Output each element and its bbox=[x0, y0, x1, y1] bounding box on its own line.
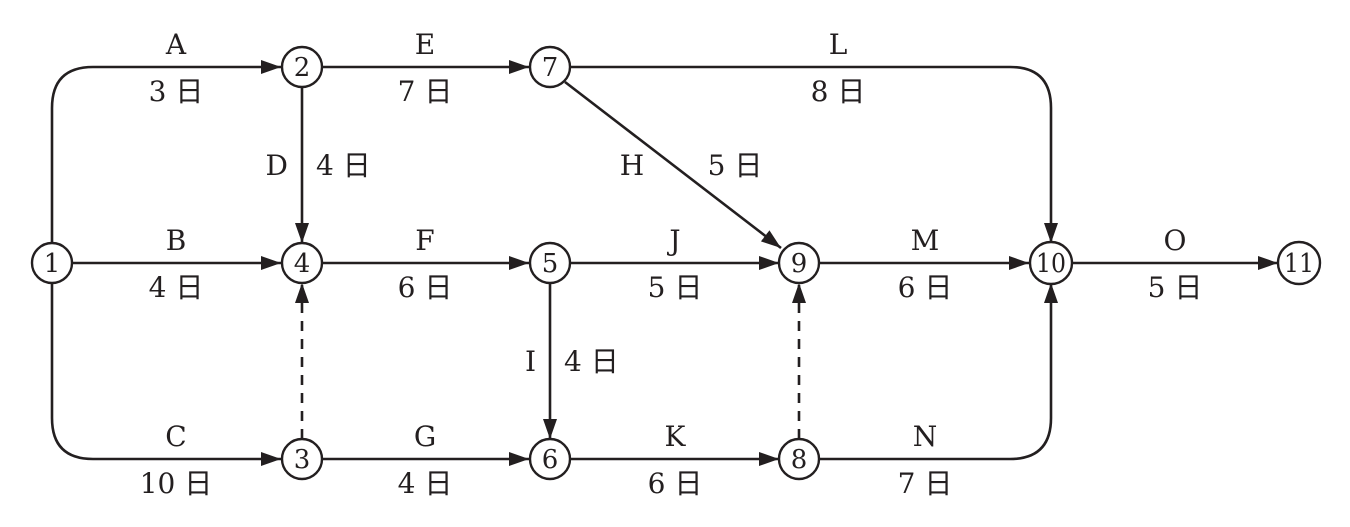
node-11-label: 11 bbox=[1284, 249, 1314, 279]
activity-F-duration: 6 日 bbox=[398, 271, 453, 304]
node-8: 8 bbox=[777, 437, 821, 481]
node-4: 4 bbox=[280, 241, 324, 285]
node-9-label: 9 bbox=[791, 249, 808, 279]
edge-H bbox=[564, 80, 782, 250]
activity-N-name: N bbox=[913, 420, 938, 453]
activity-O-name: O bbox=[1164, 224, 1187, 257]
activity-K-name: K bbox=[665, 420, 687, 453]
activity-J-name: J bbox=[666, 224, 680, 257]
activity-I-duration: 4 日 bbox=[564, 345, 619, 378]
activity-H-duration: 5 日 bbox=[708, 149, 763, 182]
node-10: 10 bbox=[1028, 240, 1074, 286]
activity-L-name: L bbox=[829, 28, 848, 61]
edge-A bbox=[50, 60, 281, 243]
activity-D-name: D bbox=[266, 149, 288, 182]
activity-F-name: F bbox=[415, 224, 434, 257]
activity-H-name: H bbox=[620, 149, 644, 182]
activity-E-duration: 7 日 bbox=[398, 75, 453, 108]
activity-B-duration: 4 日 bbox=[149, 271, 204, 304]
node-11: 11 bbox=[1276, 240, 1322, 286]
node-8-label: 8 bbox=[791, 445, 808, 475]
activity-G-duration: 4 日 bbox=[398, 467, 453, 500]
activity-C-duration: 10 日 bbox=[140, 467, 213, 500]
activity-C-name: C bbox=[165, 420, 186, 453]
node-5-label: 5 bbox=[542, 249, 559, 279]
node-4-label: 4 bbox=[294, 249, 311, 279]
activity-K-duration: 6 日 bbox=[648, 467, 703, 500]
activity-G-name: G bbox=[414, 420, 436, 453]
nodes: 1 2 3 4 5 6 7 8 bbox=[30, 45, 1322, 481]
edge-N bbox=[820, 283, 1058, 461]
node-6-label: 6 bbox=[542, 445, 559, 475]
node-2-label: 2 bbox=[294, 53, 311, 83]
node-2: 2 bbox=[280, 45, 324, 89]
node-1-label: 1 bbox=[44, 249, 61, 279]
activity-D-duration: 4 日 bbox=[316, 149, 371, 182]
node-5: 5 bbox=[528, 241, 572, 285]
activity-I-name: I bbox=[525, 345, 536, 378]
edge-L bbox=[570, 65, 1058, 243]
activity-M-duration: 6 日 bbox=[898, 271, 953, 304]
activity-O-duration: 5 日 bbox=[1148, 271, 1203, 304]
node-1: 1 bbox=[30, 241, 74, 285]
activity-E-name: E bbox=[415, 28, 435, 61]
activity-M-name: M bbox=[911, 224, 940, 257]
activity-A-name: A bbox=[165, 28, 187, 61]
node-10-label: 10 bbox=[1036, 249, 1066, 279]
node-7-label: 7 bbox=[542, 53, 559, 83]
node-7: 7 bbox=[528, 45, 572, 89]
node-3: 3 bbox=[280, 437, 324, 481]
activity-labels: A 3 日 B 4 日 C 10 日 D 4 日 E 7 日 F 6 日 G 4… bbox=[140, 28, 1203, 500]
node-6: 6 bbox=[528, 437, 572, 481]
activity-L-duration: 8 日 bbox=[811, 75, 866, 108]
activity-J-duration: 5 日 bbox=[648, 271, 703, 304]
node-3-label: 3 bbox=[294, 445, 311, 475]
activity-B-name: B bbox=[166, 224, 187, 257]
node-9: 9 bbox=[777, 241, 821, 285]
activity-N-duration: 7 日 bbox=[898, 467, 953, 500]
activity-A-duration: 3 日 bbox=[149, 75, 204, 108]
edge-C bbox=[50, 283, 281, 466]
edges bbox=[50, 60, 1278, 466]
